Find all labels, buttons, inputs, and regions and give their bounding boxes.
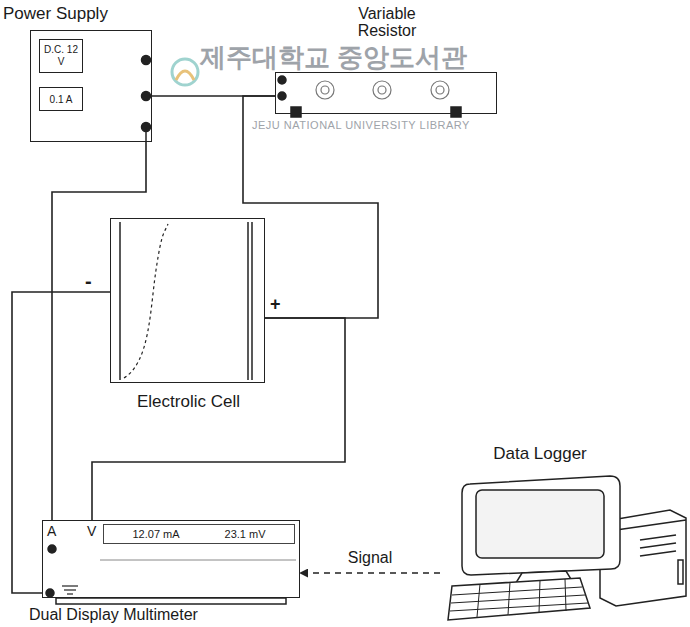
wire-stub bbox=[145, 127, 147, 142]
terminal bbox=[291, 107, 301, 117]
terminal-label: V bbox=[87, 523, 96, 539]
signal-link bbox=[300, 572, 440, 574]
part-label: Dual Display Multimeter bbox=[29, 606, 198, 624]
ground-symbol bbox=[62, 586, 78, 594]
multimeter-base bbox=[56, 598, 286, 604]
panel-line bbox=[100, 560, 296, 561]
terminal bbox=[451, 107, 461, 117]
edge-label: Signal bbox=[346, 549, 394, 567]
electrolytic-cell: Electrolic Cell bbox=[110, 218, 265, 383]
terminal bbox=[46, 589, 54, 597]
terminal bbox=[142, 92, 151, 101]
watermark: JEJU NATIONAL UNIVERSITY LIBRARY bbox=[252, 119, 470, 131]
voltage-readout: D.C. 12 V bbox=[39, 39, 83, 73]
boundary-curve bbox=[124, 224, 168, 378]
readout-text: 23.1 mV bbox=[225, 528, 266, 540]
current-readout: 0.1 A bbox=[39, 87, 83, 111]
variable-resistor: Variable Resistor bbox=[275, 72, 497, 114]
electrode bbox=[120, 222, 252, 380]
wire bbox=[52, 142, 146, 520]
terminal-sign: - bbox=[85, 270, 92, 293]
power-supply: Power SupplyD.C. 12 V0.1 A bbox=[30, 30, 152, 142]
watermark-logo bbox=[172, 59, 198, 85]
computer bbox=[448, 476, 686, 620]
terminal bbox=[278, 92, 286, 100]
multimeter: Dual Display Multimeter12.07 mA23.1 mV bbox=[42, 520, 300, 598]
terminal-sign: + bbox=[270, 294, 281, 315]
watermark: 제주대학교 중앙도서관 bbox=[200, 40, 467, 75]
resistor-knobs bbox=[316, 81, 449, 99]
wire bbox=[92, 318, 345, 520]
terminal bbox=[142, 56, 151, 65]
display-panel: 12.07 mA 23.1 mV bbox=[103, 524, 295, 544]
readout-text: D.C. 12 V bbox=[43, 44, 79, 68]
part-label: Variable Resistor bbox=[332, 5, 442, 39]
wire bbox=[12, 292, 110, 593]
part-label: Electrolic Cell bbox=[91, 392, 286, 412]
terminal bbox=[48, 545, 56, 553]
data-logger: Data Logger bbox=[440, 470, 688, 625]
terminal-label: A bbox=[47, 523, 56, 539]
terminal bbox=[278, 76, 286, 84]
readout-text: 0.1 A bbox=[42, 94, 80, 105]
readout-text: 12.07 mA bbox=[132, 528, 179, 540]
part-label: Power Supply bbox=[3, 4, 108, 24]
part-label: Data Logger bbox=[480, 444, 600, 464]
